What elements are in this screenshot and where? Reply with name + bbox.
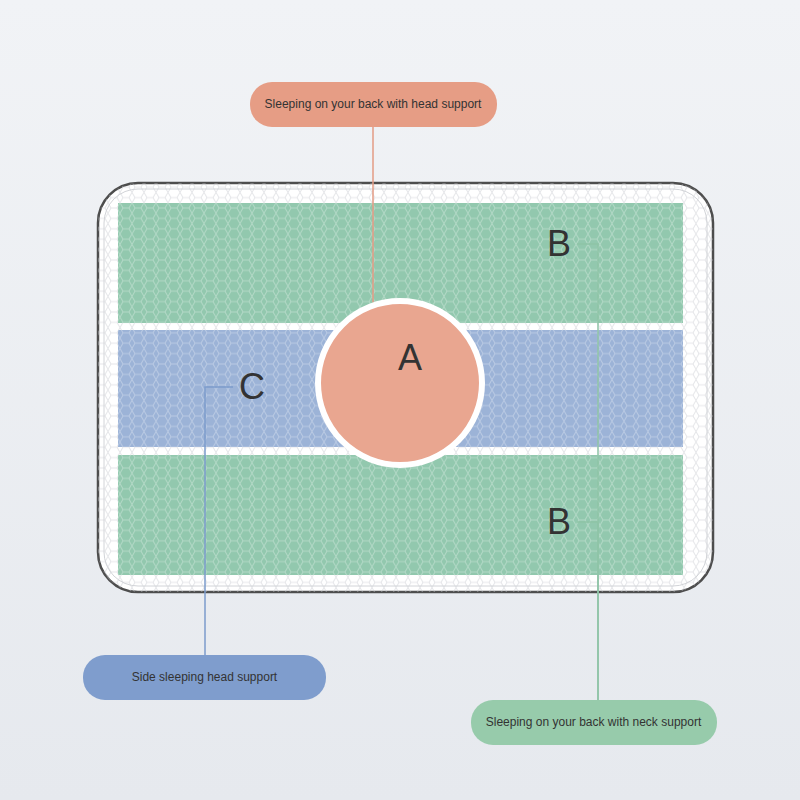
pillow-texture (98, 183, 713, 592)
zone-letter: C (239, 369, 265, 405)
zone-letter: B (547, 504, 571, 540)
callout-text: Sleeping on your back with neck support (486, 715, 701, 729)
pillow-outline (98, 183, 713, 592)
zone-letter: A (398, 340, 422, 376)
pillow-seam (104, 189, 707, 586)
callout-label: Sleeping on your back with neck support (471, 700, 717, 745)
leader-line (205, 387, 233, 655)
callout-text: Sleeping on your back with head support (265, 97, 482, 111)
leader-line (577, 244, 598, 700)
circle-fill (318, 301, 482, 465)
leader-line (577, 522, 598, 700)
callout-label: Side sleeping head support (83, 655, 326, 700)
zone-letter: B (547, 226, 571, 262)
callout-text: Side sleeping head support (132, 670, 277, 684)
zone-band: B (118, 455, 683, 575)
zone-circle: A (315, 298, 485, 468)
callout-label: Sleeping on your back with head support (250, 82, 497, 127)
circle-outline (315, 298, 485, 468)
leader-line (372, 127, 374, 302)
